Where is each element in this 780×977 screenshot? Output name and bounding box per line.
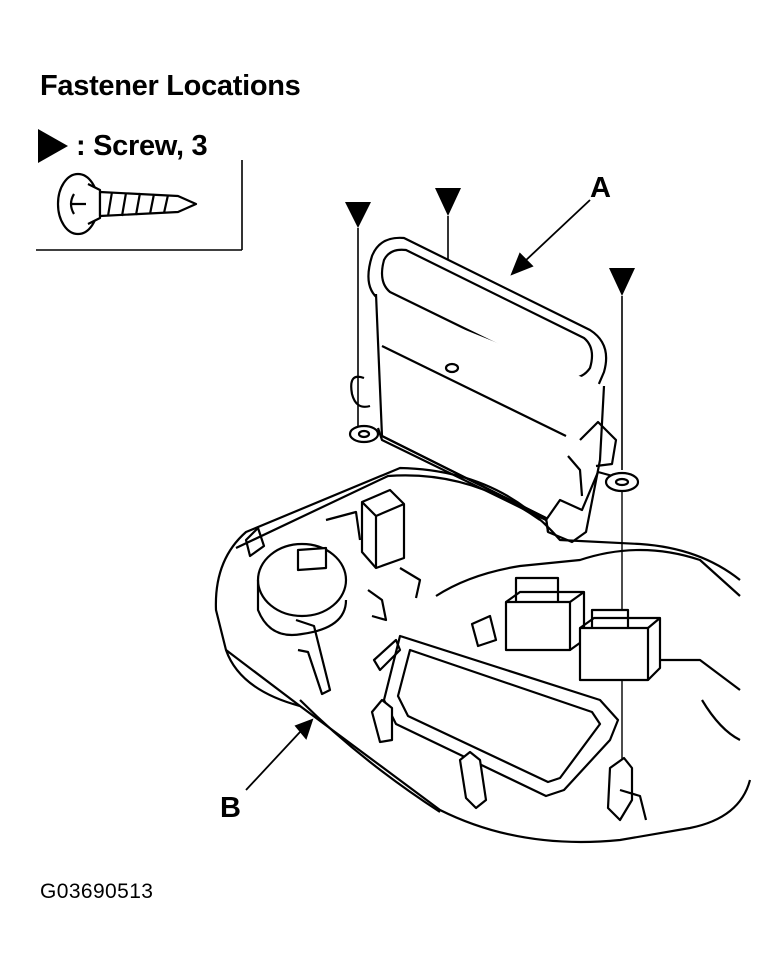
triangle-arrow-icon: [38, 129, 68, 163]
legend-label: : Screw, 3: [76, 129, 208, 162]
screw-arrow-left: [345, 202, 371, 228]
callout-b: B: [220, 792, 241, 824]
screw-arrow-right: [609, 268, 635, 296]
screw-arrow-center: [435, 188, 461, 216]
figure-code: G03690513: [40, 880, 154, 903]
part-a-bin: [348, 236, 640, 544]
callout-leaders: [245, 199, 591, 791]
part-b-housing: [214, 466, 752, 844]
diagram-title: Fastener Locations: [40, 70, 301, 102]
screw-arrows: [345, 188, 635, 770]
screw-icon: [56, 172, 198, 236]
legend-frame: [36, 160, 243, 251]
fastener-legend: : Screw, 3: [36, 124, 208, 168]
callout-a: A: [590, 172, 611, 204]
